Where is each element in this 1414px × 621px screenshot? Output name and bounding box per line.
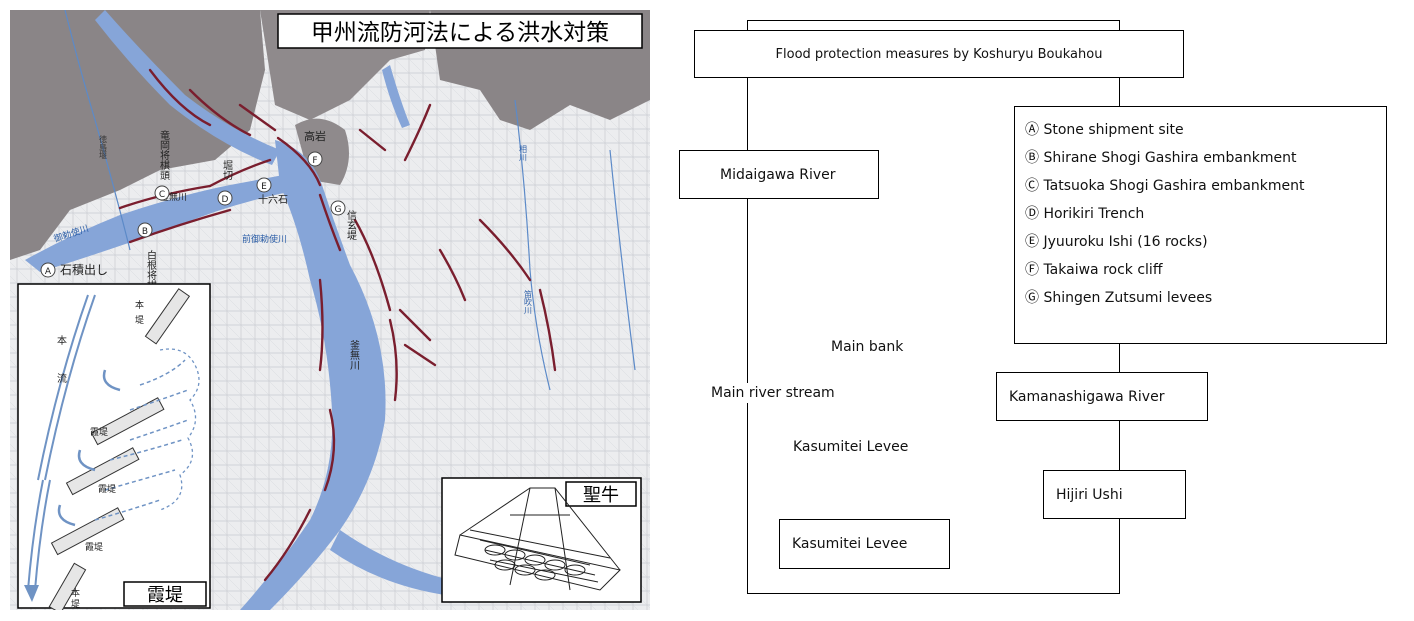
- west-stream: [64, 10, 131, 251]
- main-bank-label: Main bank: [827, 337, 908, 357]
- diagram-title: Flood protection measures by Koshuryu Bo…: [775, 46, 1103, 62]
- svg-text:E: E: [261, 182, 267, 192]
- hijiri-ushi-inset: 聖牛: [441, 477, 642, 603]
- label-maemidai: 前御勅使川: [242, 233, 287, 245]
- kamanashigawa-river-box: Kamanashigawa River: [996, 372, 1208, 421]
- inset-label-main-stream: 本流: [55, 334, 67, 411]
- legend-item-b: Ⓑ Shirane Shogi Gashira embankment: [1025, 150, 1297, 166]
- mountain-area-west: [10, 10, 265, 260]
- marker-d: D: [217, 190, 233, 206]
- kasumitei-inset-title-box: [123, 581, 207, 607]
- legend-item-g: Ⓖ Shingen Zutsumi levees: [1025, 290, 1213, 306]
- inset-label-levee-1: 霞堤: [90, 427, 108, 438]
- inset-label-levee-2: 霞堤: [98, 484, 116, 495]
- north-river-channel: [382, 65, 410, 128]
- label-tokushima: 徳島堰: [99, 134, 108, 159]
- kasumitei-inset-title: 霞堤: [147, 585, 183, 606]
- label-tatsuoka: 竜岡将棋頭: [158, 129, 170, 181]
- svg-text:B: B: [142, 227, 148, 237]
- svg-text:G: G: [335, 205, 342, 215]
- legend-item-f: Ⓕ Takaiwa rock cliff: [1025, 262, 1163, 278]
- label-kamanashi: 釜無川: [348, 339, 360, 370]
- inset-label-levee-3: 霞堤: [85, 542, 103, 553]
- svg-text:C: C: [159, 190, 165, 200]
- label-jyuuroku: 十六石: [258, 193, 288, 206]
- midaigawa-river-box: Midaigawa River: [679, 150, 879, 199]
- kasumitei-levee-label: Kasumitei Levee: [789, 437, 913, 457]
- label-takaiwa: 高岩: [304, 129, 326, 143]
- label-aikawa: 相川: [519, 144, 528, 161]
- inset-label-main-bank-bottom: 本堤: [69, 587, 80, 610]
- levee-lines: [118, 68, 557, 582]
- hijiri-ushi-label: Hijiri Ushi: [1056, 486, 1123, 503]
- label-horikiri: 堀切: [221, 160, 233, 181]
- kamanashi-lower-tributary: [330, 530, 450, 595]
- svg-text:F: F: [312, 156, 317, 166]
- legend-item-d: Ⓓ Horikiri Trench: [1025, 206, 1145, 222]
- legend-box: Ⓐ Stone shipment site Ⓑ Shirane Shogi Ga…: [1014, 106, 1387, 344]
- main-river-stream-label: Main river stream: [707, 383, 839, 403]
- map-title: 甲州流防河法による洪水対策: [311, 20, 609, 46]
- label-ishitsumi: 石積出し: [60, 262, 108, 277]
- east-stream: [609, 149, 636, 371]
- flood-map: 甲州流防河法による洪水対策 高岩 徳島堰 竜岡将棋頭 堀切 十六石 信玄堤 白根…: [10, 10, 650, 610]
- kasumitei-levee-box-label: Kasumitei Levee: [792, 536, 908, 552]
- svg-text:A: A: [45, 267, 52, 277]
- kamanashigawa-river-label: Kamanashigawa River: [1009, 388, 1165, 405]
- marker-g: G: [330, 200, 346, 216]
- label-fuefuki: 笛吹川: [524, 289, 533, 314]
- marker-f: F: [307, 151, 323, 167]
- legend-item-a: Ⓐ Stone shipment site: [1025, 122, 1184, 138]
- kasumitei-inset: 本流 本堤 本堤 霞堤 霞堤 霞堤 霞堤: [17, 283, 211, 610]
- midai-upper-channel: [95, 10, 280, 165]
- marker-c: C: [154, 185, 170, 201]
- hijiri-ushi-inset-title-box: [565, 481, 637, 507]
- map-title-box: [277, 13, 643, 49]
- hijiri-ushi-inset-title: 聖牛: [583, 485, 619, 506]
- hijiri-ushi-box: Hijiri Ushi: [1043, 470, 1186, 519]
- inset-label-main-bank-top: 本堤: [133, 299, 144, 330]
- marker-a: A: [40, 262, 56, 278]
- marker-e: E: [256, 177, 272, 193]
- label-shingen: 信玄堤: [345, 210, 357, 241]
- kamanashi-river-channel: [240, 140, 386, 610]
- legend-item-e: Ⓔ Jyuuroku Ishi (16 rocks): [1025, 234, 1208, 250]
- diagram-title-box: Flood protection measures by Koshuryu Bo…: [694, 30, 1184, 78]
- midaigawa-river-label: Midaigawa River: [720, 166, 836, 183]
- marker-b: B: [137, 222, 153, 238]
- midai-river-channel: [25, 170, 310, 272]
- kasumitei-levee-box: Kasumitei Levee: [779, 519, 950, 569]
- svg-text:D: D: [222, 195, 229, 205]
- legend-item-c: Ⓒ Tatsuoka Shogi Gashira embankment: [1025, 178, 1305, 194]
- aikawa-stream: [514, 99, 551, 391]
